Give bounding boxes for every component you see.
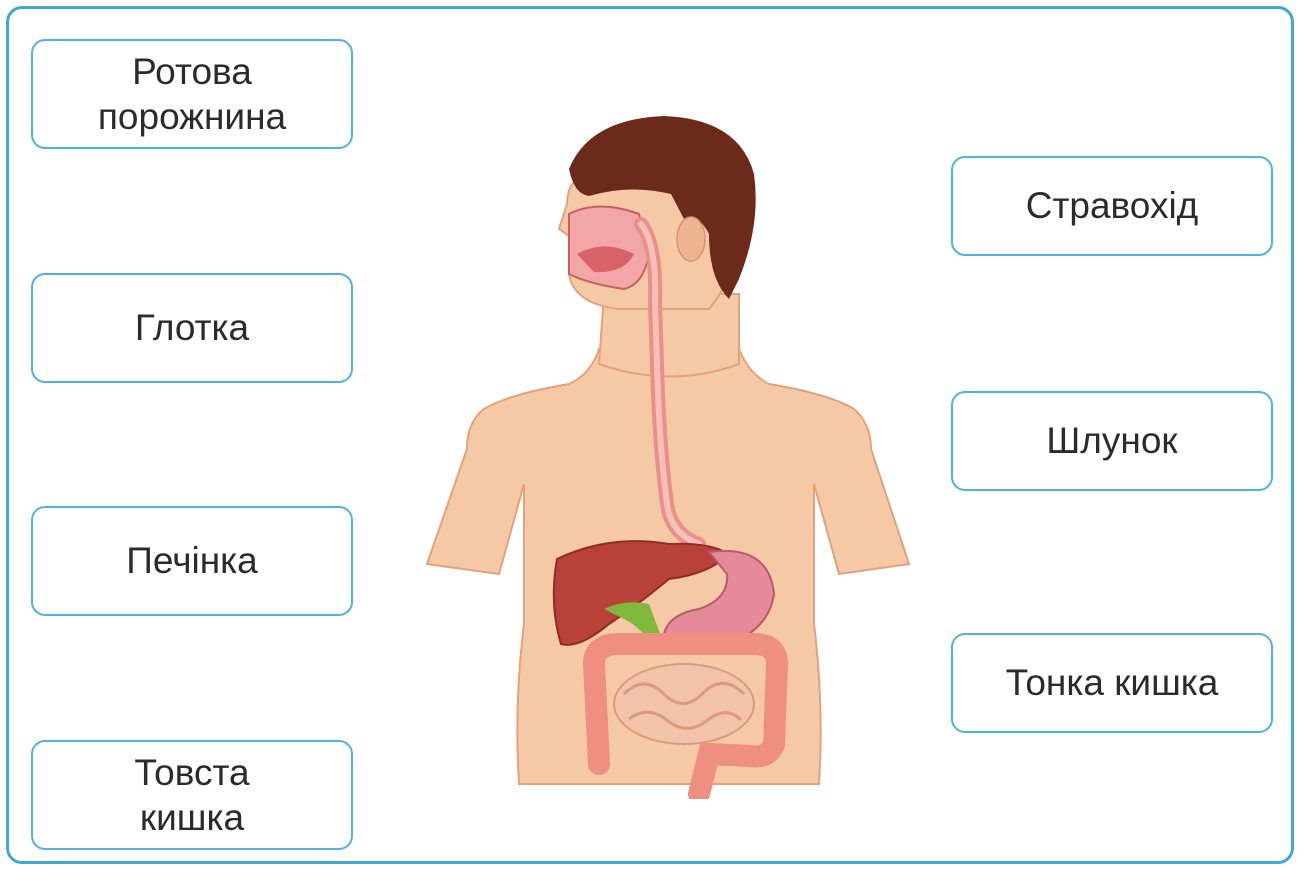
label-box-esophagus[interactable]: Стравохід (951, 156, 1273, 256)
label-stomach-text: Шлунок (1046, 418, 1177, 463)
ear-shape (677, 217, 705, 261)
label-box-liver[interactable]: Печінка (31, 506, 353, 616)
label-mouth-text: Ротова порожнина (98, 49, 286, 139)
label-large-intestine-text: Товста кишка (134, 750, 249, 840)
human-digestive-system-illustration (409, 104, 929, 799)
label-small-intestine-text: Тонка кишка (1006, 660, 1219, 705)
label-box-large-intestine[interactable]: Товста кишка (31, 740, 353, 850)
label-esophagus-text: Стравохід (1026, 183, 1199, 228)
label-box-mouth[interactable]: Ротова порожнина (31, 39, 353, 149)
label-pharynx-text: Глотка (135, 305, 249, 350)
label-box-pharynx[interactable]: Глотка (31, 273, 353, 383)
label-liver-text: Печінка (126, 538, 257, 583)
diagram-frame: Ротова порожнина Глотка Печінка Товста к… (6, 6, 1294, 864)
label-box-stomach[interactable]: Шлунок (951, 391, 1273, 491)
label-box-small-intestine[interactable]: Тонка кишка (951, 633, 1273, 733)
